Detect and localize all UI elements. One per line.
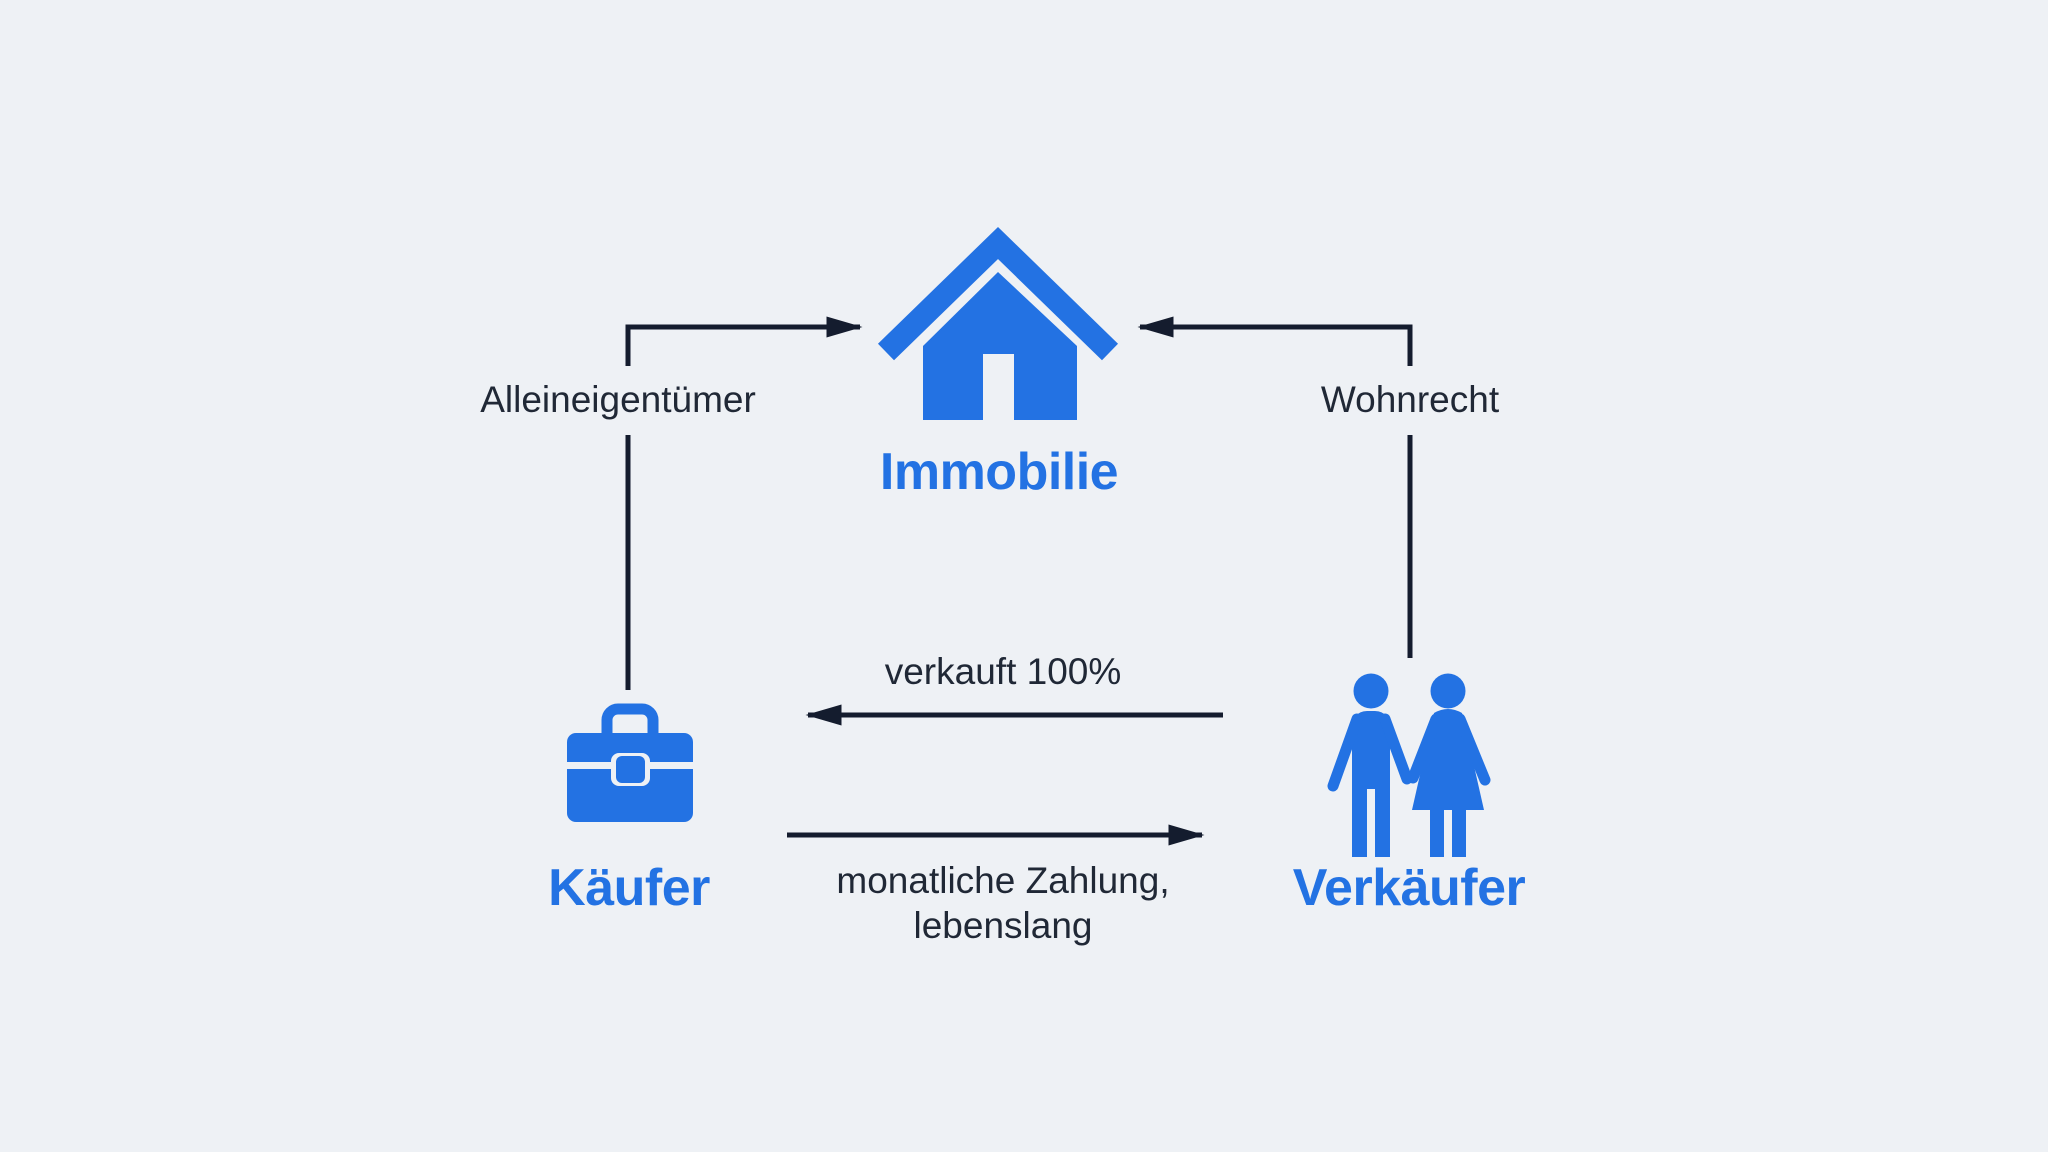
edge-residence-label: Wohnrecht xyxy=(1310,366,1510,435)
edge-sale-label: verkauft 100% xyxy=(884,651,1122,692)
edge-buyer-to-property-arrow xyxy=(625,316,863,690)
edge-payment-label-line1: monatliche Zahlung, xyxy=(836,860,1170,901)
edge-ownership-label: Alleineigentümer xyxy=(470,366,766,435)
edge-payment-label: monatliche Zahlung, lebenslang xyxy=(836,858,1169,948)
briefcase-icon xyxy=(567,703,693,822)
edge-seller-to-property-arrow xyxy=(1137,316,1413,658)
house-icon xyxy=(877,226,1119,420)
couple-icon xyxy=(1327,673,1491,857)
property-node-label: Immobilie xyxy=(879,443,1119,501)
buyer-node-label: Käufer xyxy=(548,859,710,917)
edge-payment-label-line2: lebenslang xyxy=(913,905,1093,947)
seller-node-label: Verkäufer xyxy=(1292,859,1526,917)
